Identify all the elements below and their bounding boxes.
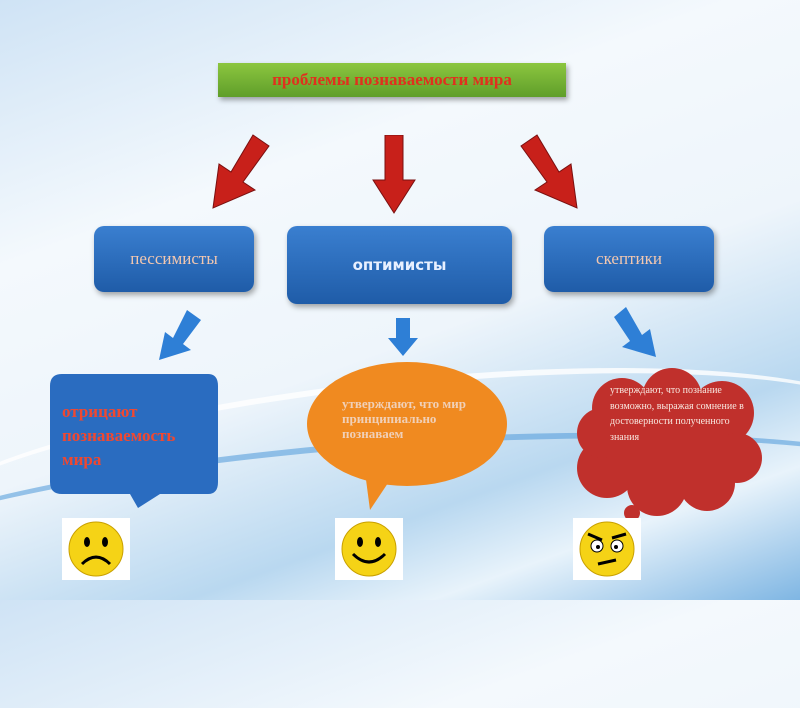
skeptics-box: скептики: [544, 226, 714, 292]
skeptics-thought-bubble: [577, 368, 762, 528]
diagram-title: проблемы познаваемости мира: [218, 63, 566, 97]
doubtful-face-icon: [573, 518, 641, 580]
blue-arrow-right: [614, 307, 656, 357]
red-arrow-left: [212, 134, 270, 209]
red-arrow-center: [372, 135, 416, 214]
sad-face-icon: [62, 518, 130, 580]
pessimists-speech-bubble: [50, 374, 218, 508]
pessimists-description: отрицают познаваемость мира: [62, 402, 176, 469]
optimists-description: утверждают, что мир принципиально познав…: [342, 396, 466, 441]
skeptics-description: утверждают, что познание возможно, выраж…: [610, 385, 744, 443]
pessimists-box: пессимисты: [94, 226, 254, 292]
optimists-box: оптимисты: [287, 226, 512, 304]
optimists-speech-bubble: [307, 362, 507, 510]
smiling-face-icon: [335, 518, 403, 580]
blue-arrow-center: [388, 318, 418, 356]
blue-arrow-left: [159, 310, 201, 360]
red-arrow-right: [520, 134, 578, 209]
